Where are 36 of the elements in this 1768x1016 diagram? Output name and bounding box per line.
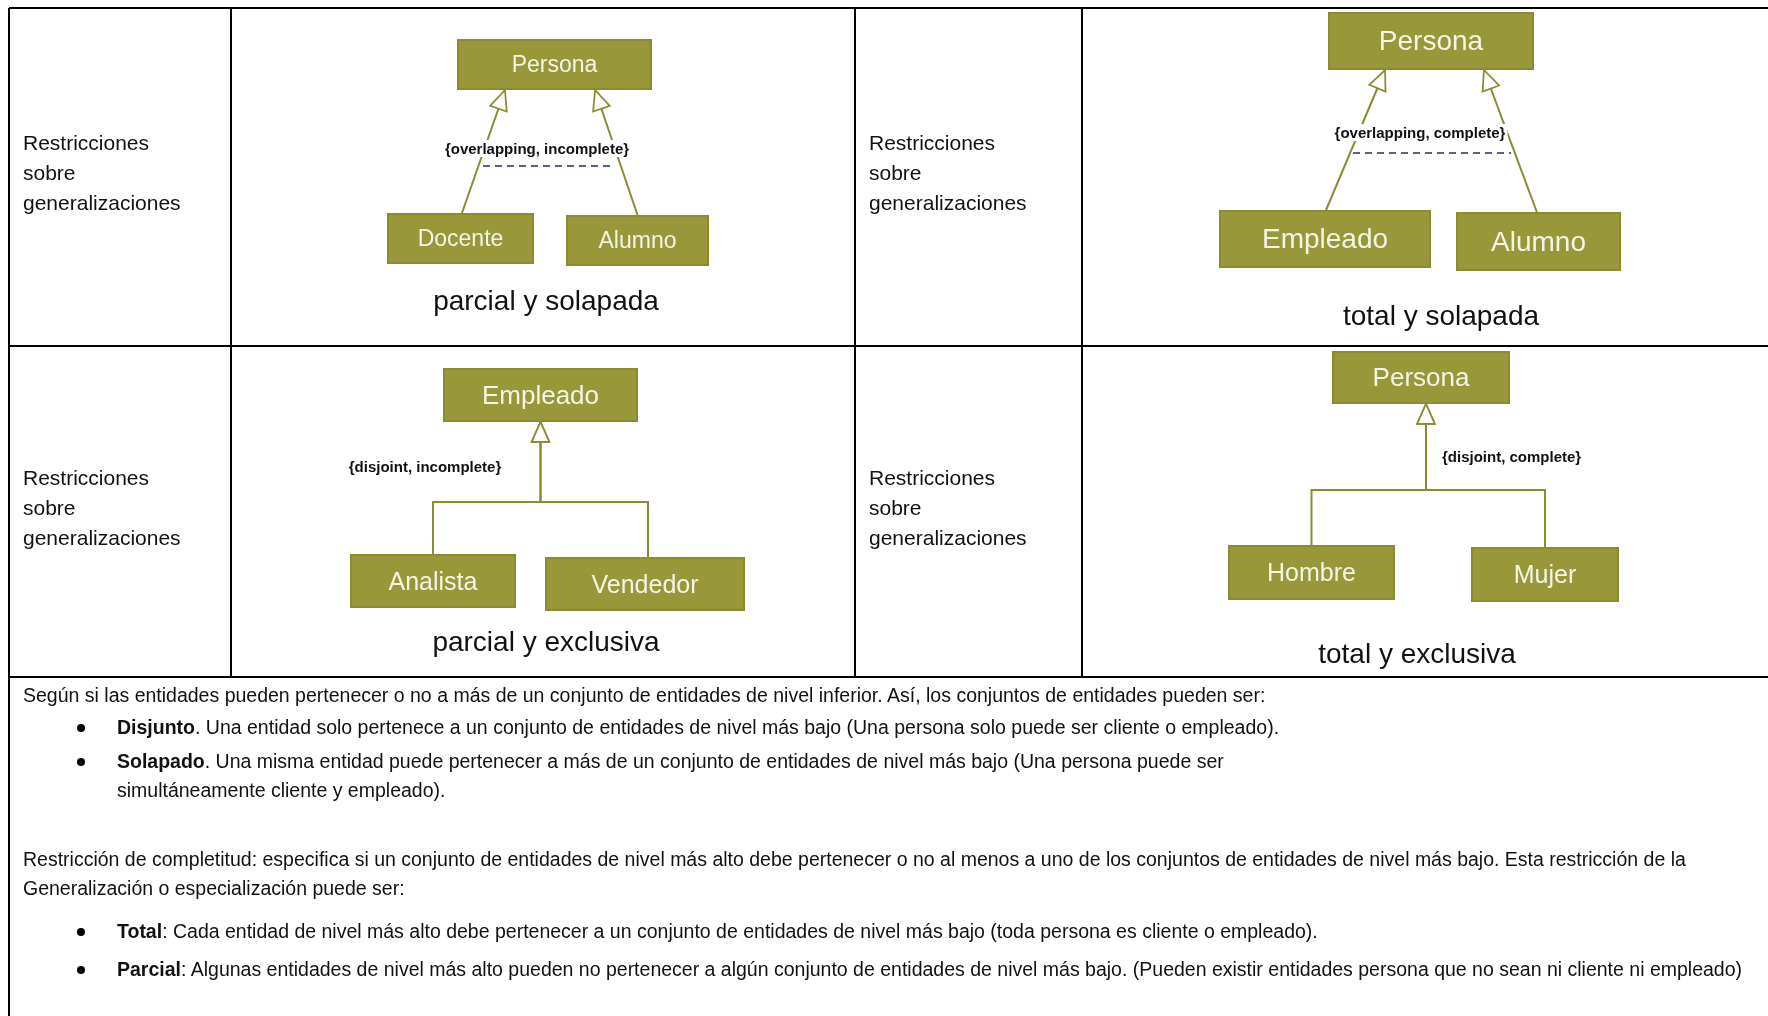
class-box: Hombre (1228, 545, 1395, 600)
paragraph: Restricción de completitud: especifica si un conjunto de entidades de nivel más alto debe pertenecer o no al menos a uno de los conjuntos de entidades de nivel más bajo. Esta restricción de la Generalización o especialización puede ser: (23, 847, 1687, 901)
class-box: Vendedor (545, 557, 745, 611)
row-header: Restricciones sobre generalizaciones (869, 130, 1028, 216)
row-header: Restricciones sobre generalizaciones (23, 465, 182, 551)
diagram-caption: parcial y exclusiva (432, 626, 660, 658)
bullet-text: Parcial: Algunas entidades de nivel más alto pueden no pertenecer a algún conjunto de entidades de nivel más bajo. (Pueden existir entidades persona que no sean ni cliente ni empleado) (117, 957, 1744, 982)
class-box: Persona (1332, 351, 1510, 404)
paragraph: Según si las entidades pueden pertenecer o no a más de un conjunto de entidades de nivel inferior. Así, los conjuntos de entidades pueden ser: (23, 683, 1267, 708)
class-box: Alumno (566, 215, 709, 266)
class-box: Empleado (1219, 210, 1431, 268)
constraint-label: {disjoint, complete} (1440, 448, 1584, 465)
generalization-arrow (1416, 403, 1546, 548)
generalization-arrow (530, 421, 649, 558)
diagram-caption: total y exclusiva (1318, 638, 1516, 670)
constraint-label: {disjoint, incomplete} (346, 458, 504, 475)
class-box: Empleado (443, 368, 638, 422)
row-header: Restricciones sobre generalizaciones (23, 130, 182, 216)
generalization-arrow (592, 89, 639, 216)
bullet-text: Total: Cada entidad de nivel más alto debe pertenecer a un conjunto de entidades de nivel más bajo (toda persona es cliente o empleado). (117, 919, 1319, 944)
bullet-text: Solapado. Una misma entidad puede pertenecer a más de un conjunto de entidades de nivel más bajo (Una persona puede ser simultáneamente cliente y empleado). (117, 749, 1225, 803)
constraint-label: {overlapping, complete} (1332, 124, 1508, 141)
constraint-label: {overlapping, incomplete} (442, 140, 632, 157)
class-box: Persona (457, 39, 652, 90)
class-box: Persona (1328, 12, 1534, 70)
bullet-text: Disjunto. Una entidad solo pertenece a un conjunto de entidades de nivel más bajo (Una persona solo puede ser cliente o empleado). (117, 715, 1281, 740)
generalization-arrow (1481, 69, 1538, 213)
diagram-caption: total y solapada (1342, 300, 1540, 332)
class-box: Mujer (1471, 547, 1619, 602)
generalization-arrow (1325, 69, 1387, 211)
diagram-caption: parcial y solapada (433, 285, 659, 317)
row-header: Restricciones sobre generalizaciones (869, 465, 1028, 551)
generalization-arrow (460, 89, 508, 214)
class-box: Docente (387, 213, 534, 264)
class-box: Alumno (1456, 212, 1621, 271)
class-box: Analista (350, 554, 516, 608)
